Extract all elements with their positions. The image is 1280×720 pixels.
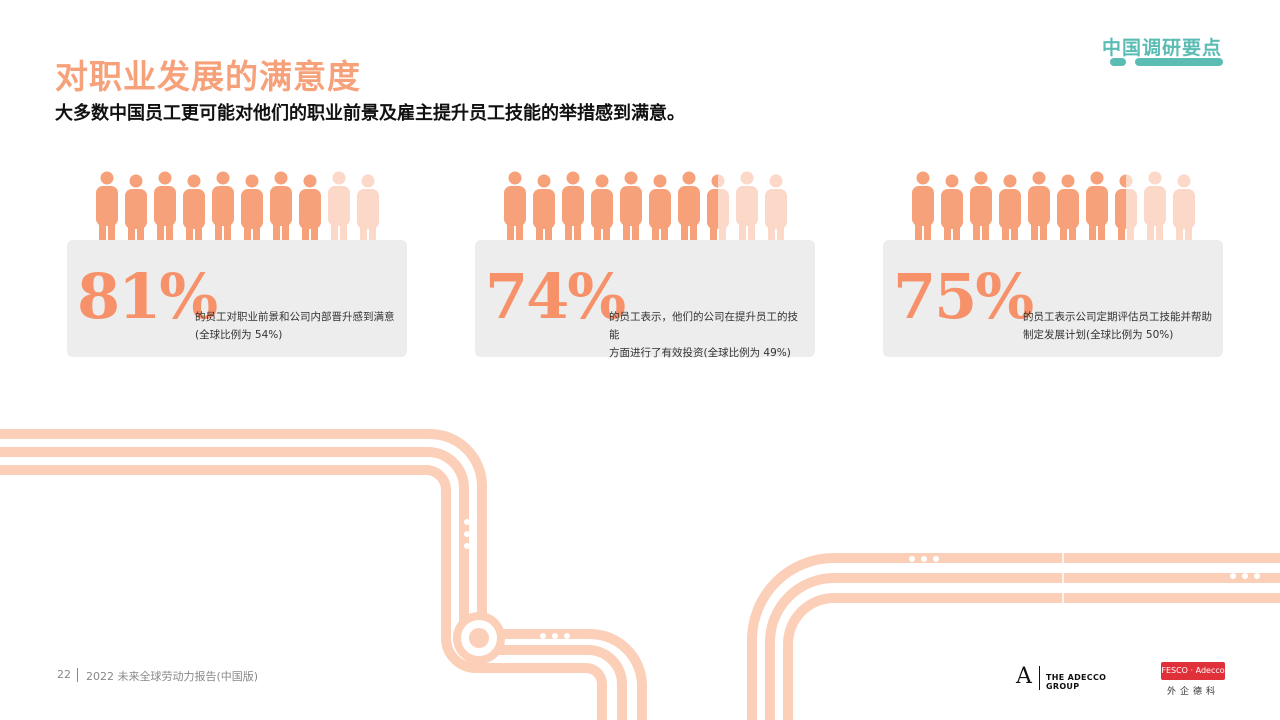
- report-title: 2022 未来全球劳动力报告(中国版): [86, 670, 259, 683]
- stat-description-2: 的员工表示，他们的公司在提升员工的技能 方面进行了有效投资(全球比例为 49%): [609, 308, 807, 362]
- person-silhouette-6: [649, 174, 671, 258]
- fesco-adecco-chinese-name: 外企德科: [1166, 687, 1219, 697]
- stat-description-1-line-1: 的员工对职业前景和公司内部晋升感到满意: [195, 311, 395, 323]
- section-tag: 中国调研要点: [1101, 37, 1222, 59]
- stat-value-1: 81%: [77, 260, 218, 333]
- page-title: 对职业发展的满意度: [55, 57, 361, 96]
- person-silhouette-6: [241, 174, 263, 258]
- stat-value-3: 75%: [893, 260, 1034, 333]
- people-silhouettes-group-2: [504, 171, 787, 258]
- stat-description-2-line-1: 的员工表示，他们的公司在提升员工的技能: [609, 311, 798, 341]
- stat-card-3: 75% 的员工表示公司定期评估员工技能并帮助 制定发展计划(全球比例为 50%): [883, 240, 1223, 357]
- person-silhouette-8-highlight: [707, 174, 718, 258]
- person-silhouette-10: [765, 174, 787, 258]
- stat-description-1-line-2: (全球比例为 54%): [195, 329, 283, 341]
- stat-description-1: 的员工对职业前景和公司内部晋升感到满意 (全球比例为 54%): [195, 308, 399, 344]
- people-silhouettes-group-3: [912, 171, 1195, 258]
- person-silhouette-3: [970, 171, 992, 258]
- person-silhouette-2: [533, 174, 555, 258]
- stat-description-3-line-2: 制定发展计划(全球比例为 50%): [1023, 329, 1174, 341]
- person-silhouette-5: [212, 171, 234, 258]
- person-silhouette-9: [736, 171, 758, 258]
- person-silhouette-10: [357, 174, 379, 258]
- stat-card-1: 81% 的员工对职业前景和公司内部晋升感到满意 (全球比例为 54%): [67, 240, 407, 357]
- person-silhouette-5: [1028, 171, 1050, 258]
- adecco-logo-divider: [1039, 666, 1040, 690]
- person-silhouette-8-highlight: [1115, 174, 1126, 258]
- page-number: 22: [57, 668, 71, 681]
- person-silhouette-2: [125, 174, 147, 258]
- person-silhouette-7: [678, 171, 700, 258]
- person-silhouette-4: [591, 174, 613, 258]
- person-silhouette-2: [941, 174, 963, 258]
- person-silhouette-1: [504, 171, 526, 258]
- person-silhouette-3: [154, 171, 176, 258]
- person-silhouette-8: [299, 174, 321, 258]
- stat-card-2: 74% 的员工表示，他们的公司在提升员工的技能 方面进行了有效投资(全球比例为 …: [475, 240, 815, 359]
- people-silhouettes-group-1: [96, 171, 379, 258]
- adecco-logo-mark: A: [1016, 664, 1032, 689]
- adecco-group-logo: A THE ADECCO GROUP: [1016, 664, 1131, 692]
- person-silhouette-5: [620, 171, 642, 258]
- adecco-logo-text: THE ADECCO GROUP: [1046, 673, 1107, 691]
- page-subtitle: 大多数中国员工更可能对他们的职业前景及雇主提升员工技能的举措感到满意。: [55, 103, 685, 124]
- stat-description-3: 的员工表示公司定期评估员工技能并帮助 制定发展计划(全球比例为 50%): [1023, 308, 1215, 344]
- person-silhouette-1: [912, 171, 934, 258]
- stat-value-2: 74%: [485, 260, 626, 333]
- person-silhouette-10: [1173, 174, 1195, 258]
- person-silhouette-6: [1057, 174, 1079, 258]
- person-silhouette-7: [270, 171, 292, 258]
- stat-description-2-line-2: 方面进行了有效投资(全球比例为 49%): [609, 347, 791, 359]
- stat-description-3-line-1: 的员工表示公司定期评估员工技能并帮助: [1023, 311, 1212, 323]
- section-tag-bar-short: [1110, 58, 1126, 66]
- person-silhouette-9: [1144, 171, 1166, 258]
- person-silhouette-1: [96, 171, 118, 258]
- person-silhouette-4: [183, 174, 205, 258]
- person-silhouette-9: [328, 171, 350, 258]
- person-silhouette-7: [1086, 171, 1108, 258]
- person-silhouette-4: [999, 174, 1021, 258]
- fesco-adecco-logo: FESCO · Adecco: [1161, 662, 1225, 680]
- footer-divider: [77, 668, 78, 682]
- person-silhouette-3: [562, 171, 584, 258]
- section-tag-bar-long: [1135, 58, 1223, 66]
